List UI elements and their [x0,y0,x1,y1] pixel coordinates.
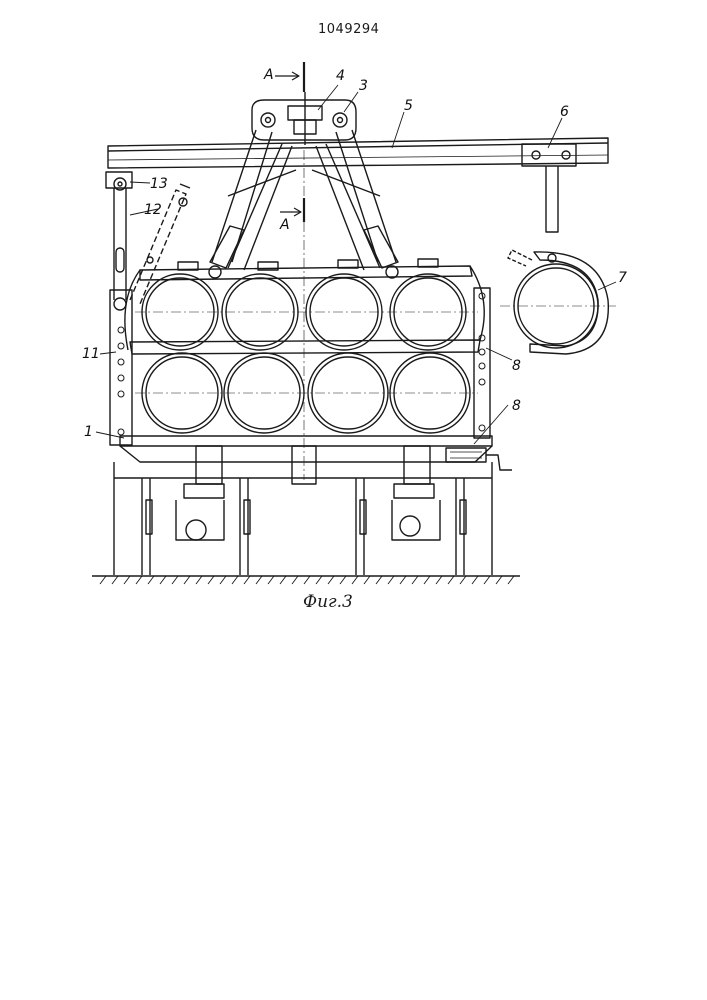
base-structure [114,446,492,575]
label-8-lower: 8 [512,398,521,414]
hoist-block [252,92,356,145]
label-7: 7 [618,270,627,286]
ground [92,576,520,584]
label-12: 12 [144,202,162,218]
label-3: 3 [359,78,368,94]
figure-caption: Фиг.3 [303,592,353,612]
pipe-gripper [500,144,616,354]
label-4: 4 [336,68,345,84]
section-arrows [275,72,301,216]
label-8-upper: 8 [512,358,521,374]
label-section-a-mid: A [279,217,290,233]
label-1: 1 [84,424,93,440]
label-11: 11 [82,346,100,362]
frame-rivets [118,293,485,435]
label-5: 5 [404,98,413,114]
pipe-frame [110,259,492,446]
label-6: 6 [560,104,569,120]
label-section-a-top: A [263,67,274,83]
label-13: 13 [150,176,168,192]
